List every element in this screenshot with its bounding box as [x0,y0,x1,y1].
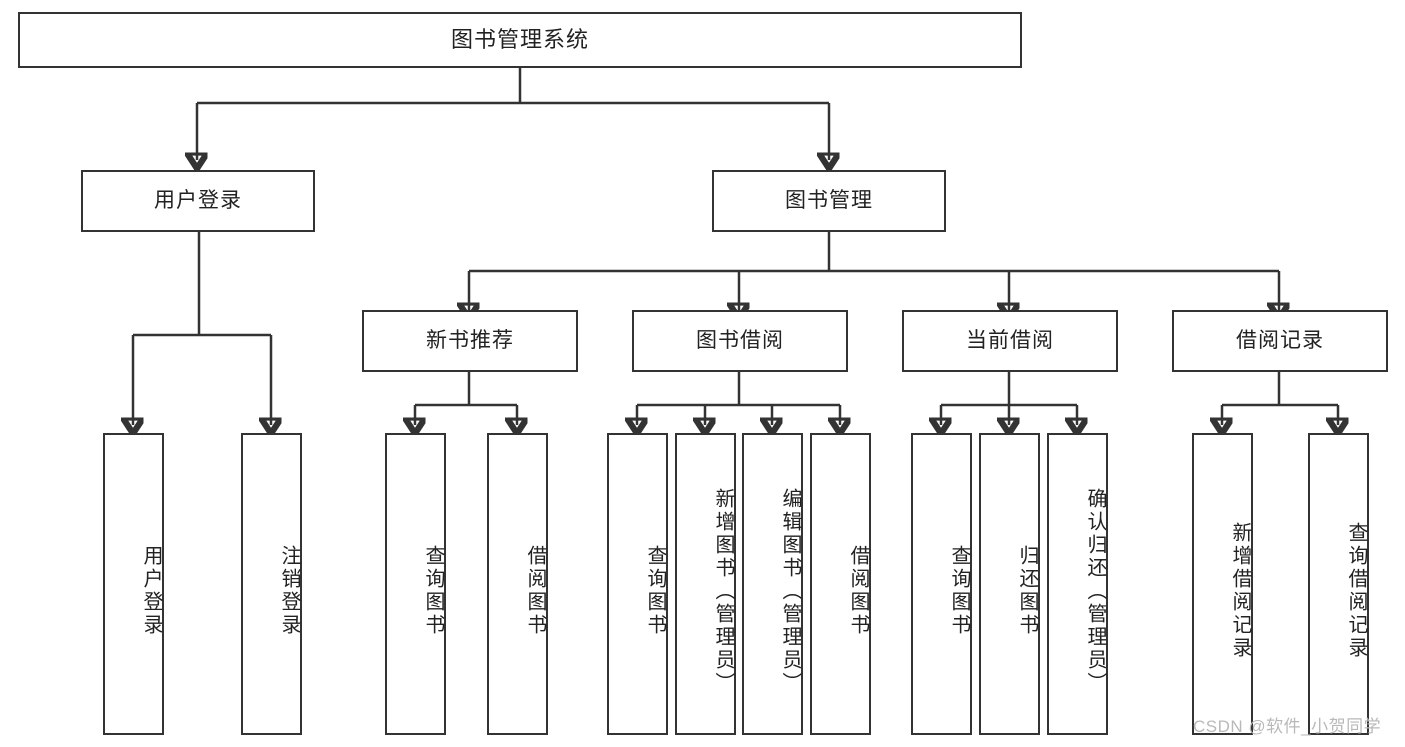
leaf-edit-book[interactable]: 编辑图书（管理员） [742,433,803,735]
leaf-borrow-book-1-label: 借阅图书 [524,545,546,637]
leaf-borrow-book-1[interactable]: 借阅图书 [487,433,548,735]
leaf-add-record[interactable]: 新增借阅记录 [1192,433,1253,735]
leaf-query-book-1-label: 查询图书 [422,545,444,637]
node-current-borrow-label: 当前借阅 [966,328,1054,352]
node-new-book-recommend-label: 新书推荐 [426,328,514,352]
node-current-borrow[interactable]: 当前借阅 [902,310,1118,372]
leaf-confirm-return[interactable]: 确认归还（管理员） [1047,433,1108,735]
leaf-borrow-book-2-label: 借阅图书 [847,545,869,637]
node-book-manage-label: 图书管理 [785,188,873,212]
leaf-return-book[interactable]: 归还图书 [979,433,1040,735]
leaf-query-book-3-label: 查询图书 [948,545,970,637]
node-borrow-record-label: 借阅记录 [1236,328,1324,352]
node-borrow-record[interactable]: 借阅记录 [1172,310,1388,372]
leaf-borrow-book-2[interactable]: 借阅图书 [810,433,871,735]
node-new-book-recommend[interactable]: 新书推荐 [362,310,578,372]
leaf-query-book-1[interactable]: 查询图书 [385,433,446,735]
leaf-return-book-label: 归还图书 [1016,545,1038,637]
leaf-confirm-return-label: 确认归还（管理员） [1084,487,1106,695]
leaf-edit-book-label: 编辑图书（管理员） [779,487,801,695]
leaf-logout[interactable]: 注销登录 [241,433,302,735]
leaf-query-record[interactable]: 查询借阅记录 [1308,433,1369,735]
leaf-query-book-2[interactable]: 查询图书 [607,433,668,735]
leaf-query-book-2-label: 查询图书 [644,545,666,637]
node-user-login-label: 用户登录 [154,188,242,212]
leaf-user-login[interactable]: 用户登录 [103,433,164,735]
node-root-label: 图书管理系统 [450,27,589,53]
node-user-login[interactable]: 用户登录 [81,170,315,232]
leaf-logout-label: 注销登录 [278,545,300,637]
leaf-add-record-label: 新增借阅记录 [1229,522,1251,660]
leaf-query-book-3[interactable]: 查询图书 [911,433,972,735]
node-book-manage[interactable]: 图书管理 [712,170,946,232]
node-root[interactable]: 图书管理系统 [18,12,1022,68]
leaf-query-record-label: 查询借阅记录 [1345,522,1367,660]
node-book-borrow-label: 图书借阅 [696,328,784,352]
leaf-add-book-label: 新增图书（管理员） [712,487,734,695]
leaf-add-book[interactable]: 新增图书（管理员） [675,433,736,735]
node-book-borrow[interactable]: 图书借阅 [632,310,848,372]
leaf-user-login-label: 用户登录 [140,545,162,637]
